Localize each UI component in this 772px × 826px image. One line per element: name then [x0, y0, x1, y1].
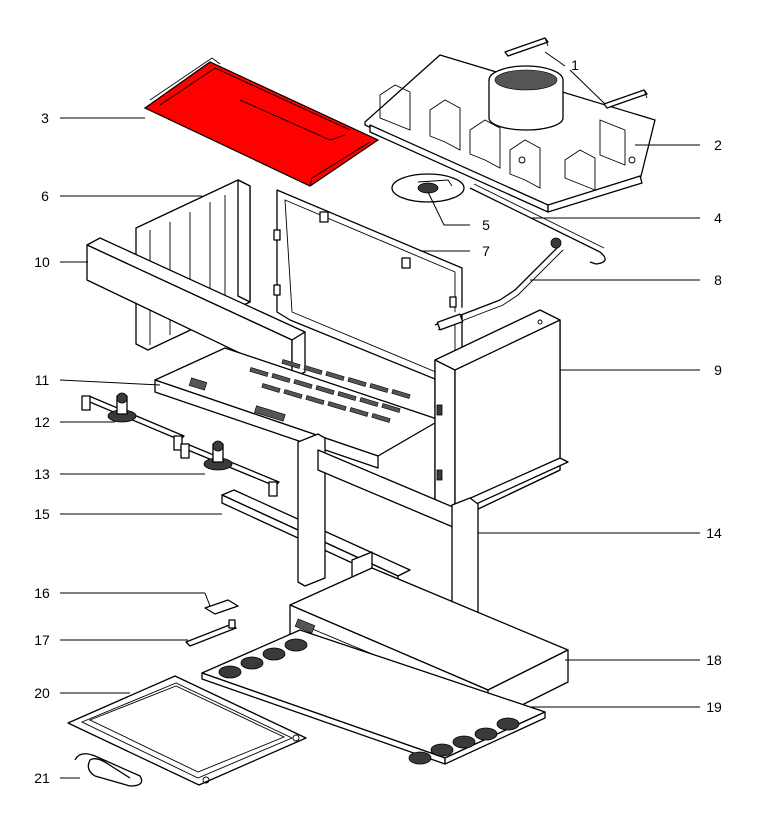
part-13-burner[interactable] — [180, 440, 280, 497]
part-20-baking-tray[interactable] — [67, 675, 307, 786]
label-7: 7 — [482, 243, 490, 259]
label-18: 18 — [706, 652, 722, 668]
leader-lines — [59, 51, 700, 779]
label-2: 2 — [714, 137, 722, 153]
part-17-bracket[interactable] — [185, 619, 237, 647]
label-3: 3 — [41, 110, 49, 126]
label-20: 20 — [34, 685, 50, 701]
label-6: 6 — [41, 188, 49, 204]
label-16: 16 — [34, 585, 50, 601]
label-11: 11 — [35, 372, 50, 388]
part-12-burner[interactable] — [81, 392, 185, 451]
label-10: 10 — [34, 254, 50, 270]
label-12: 12 — [34, 414, 50, 430]
part-7-back-panel[interactable] — [273, 189, 463, 391]
label-1: 1 — [571, 57, 579, 73]
label-19: 19 — [706, 699, 722, 715]
part-21-wire-handle[interactable] — [74, 753, 143, 787]
part-1-clips[interactable] — [504, 37, 648, 109]
part-labels: 1 2 3 4 5 6 7 8 9 10 11 12 13 14 15 16 1… — [34, 57, 722, 786]
part-16-plate[interactable] — [204, 599, 239, 615]
part-3-top-plate[interactable] — [143, 57, 380, 187]
label-13: 13 — [34, 466, 50, 482]
label-14: 14 — [706, 525, 722, 541]
label-21: 21 — [34, 770, 50, 786]
label-15: 15 — [34, 506, 50, 522]
label-17: 17 — [34, 632, 50, 648]
part-8-arm[interactable] — [434, 237, 564, 331]
label-5: 5 — [482, 217, 490, 233]
label-9: 9 — [714, 362, 722, 378]
part-19-base-plate[interactable] — [201, 629, 546, 765]
label-8: 8 — [714, 272, 722, 288]
part-5-disc[interactable] — [391, 173, 465, 203]
label-4: 4 — [714, 210, 722, 226]
part-4-rod[interactable] — [469, 183, 606, 265]
part-2-top-housing[interactable] — [364, 54, 656, 213]
